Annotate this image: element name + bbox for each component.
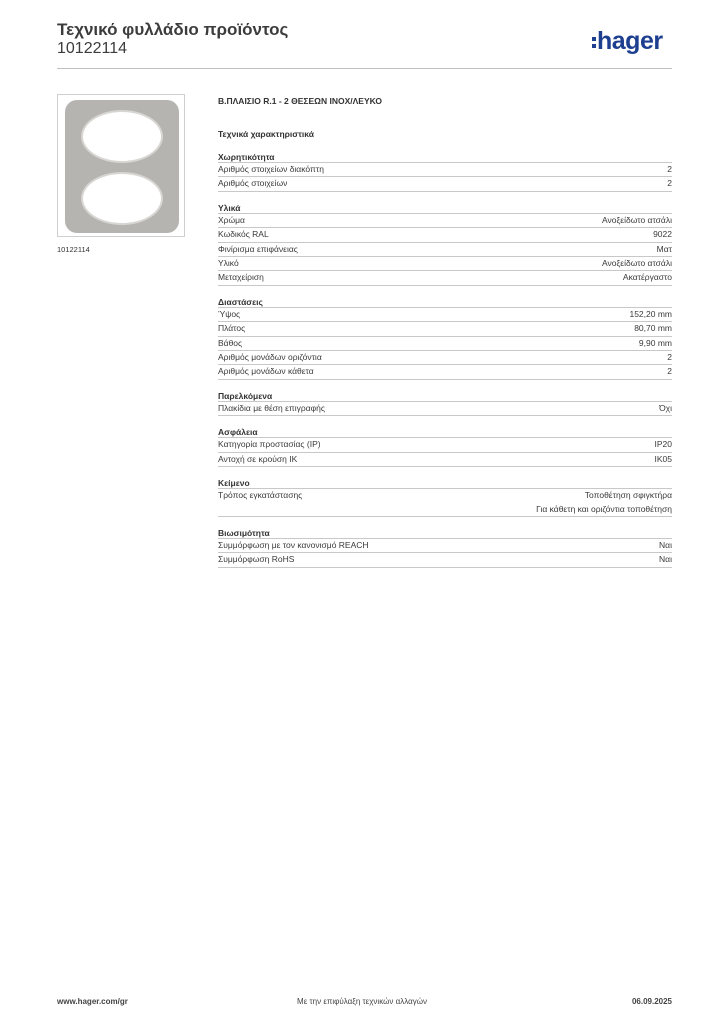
logo-dots-icon [592, 37, 596, 48]
spec-row: Ύψος 152,20 mm [218, 308, 672, 323]
spec-row: Συμμόρφωση RoHS Ναι [218, 553, 672, 568]
frame-plate [65, 100, 179, 233]
spec-value: 2 [667, 178, 672, 189]
spec-label: Ύψος [218, 308, 241, 319]
footer-notice: Με την επιφύλαξη τεχνικών αλλαγών [297, 997, 427, 1006]
spec-row: Αριθμός στοιχείων 2 [218, 177, 672, 192]
spec-label: Αριθμός μονάδων οριζόντια [218, 352, 322, 363]
spec-row: Αριθμός μονάδων κάθετα 2 [218, 365, 672, 380]
spec-label: Πλάτος [218, 323, 246, 334]
spec-label: Κατηγορία προστασίας (IP) [218, 439, 321, 450]
footer-date: 06.09.2025 [631, 997, 672, 1006]
spec-value: 9022 [653, 229, 672, 240]
section-title: Παρελκόμενα [218, 390, 672, 402]
spec-value: IP20 [654, 439, 673, 450]
spec-value: Ναι [659, 554, 672, 565]
spec-row: Αριθμός μονάδων οριζόντια 2 [218, 351, 672, 366]
spec-label: Φινίρισμα επιφάνειας [218, 243, 298, 254]
frame-opening-bottom [81, 172, 163, 225]
spec-row: Βάθος 9,90 mm [218, 337, 672, 352]
spec-value: Τοποθέτηση σφιγκτήρα Για κάθετη και οριζ… [536, 490, 672, 514]
spec-row: Υλικό Ανοξείδωτο ατσάλι [218, 257, 672, 272]
spec-row: Πλακίδια με θέση επιγραφής Όχι [218, 402, 672, 417]
spec-row: Φινίρισμα επιφάνειας Ματ [218, 243, 672, 258]
spec-label: Αριθμός μονάδων κάθετα [218, 366, 314, 377]
spec-label: Συμμόρφωση RoHS [218, 554, 295, 565]
footer-website[interactable]: www.hager.com/gr [57, 997, 128, 1006]
spec-label: Αριθμός στοιχείων διακόπτη [218, 164, 324, 174]
header-divider [57, 68, 672, 69]
spec-row: Μεταχείριση Ακατέργαστο [218, 271, 672, 286]
spec-row: Χρώμα Ανοξείδωτο ατσάλι [218, 214, 672, 229]
spec-row: Πλάτος 80,70 mm [218, 322, 672, 337]
spec-value: 2 [667, 164, 672, 174]
section-title: Βιωσιμότητα [218, 527, 672, 539]
spec-value: 152,20 mm [629, 308, 672, 319]
spec-value: Ακατέργαστο [622, 272, 672, 283]
section-title: Υλικά [218, 202, 672, 214]
spec-label: Συμμόρφωση με τον κανονισμό REACH [218, 539, 369, 550]
spec-label: Μεταχείριση [218, 272, 264, 283]
spec-label: Κωδικός RAL [218, 229, 269, 240]
spec-label: Αντοχή σε κρούση IK [218, 453, 298, 464]
spec-value: 2 [667, 352, 672, 363]
section-title: Χωρητικότητα [218, 151, 672, 163]
spec-row: Αριθμός στοιχείων διακόπτη 2 [218, 163, 672, 178]
document-code: 10122114 [57, 40, 127, 57]
spec-label: Υλικό [218, 258, 239, 269]
spec-value: Όχι [659, 402, 672, 413]
spec-row: Κωδικός RAL 9022 [218, 228, 672, 243]
spec-content: Β.ΠΛΑΙΣΙΟ R.1 - 2 ΘΕΣΕΩΝ ΙΝΟΧ/ΛΕΥΚΟ Τεχν… [218, 94, 672, 568]
spec-label: Χρώμα [218, 214, 245, 225]
product-title: Β.ΠΛΑΙΣΙΟ R.1 - 2 ΘΕΣΕΩΝ ΙΝΟΧ/ΛΕΥΚΟ [218, 96, 382, 106]
spec-row: Συμμόρφωση με τον κανονισμό REACH Ναι [218, 539, 672, 554]
product-image [57, 94, 185, 237]
specs-heading: Τεχνικά χαρακτηριστικά [218, 129, 314, 139]
spec-value: 2 [667, 366, 672, 377]
document-title: Τεχνικό φυλλάδιο προϊόντος [57, 20, 289, 39]
spec-value: 80,70 mm [634, 323, 672, 334]
spec-value: 9,90 mm [638, 337, 672, 348]
frame-opening-top [81, 110, 163, 163]
logo-text: hager [597, 27, 663, 55]
spec-value: Ναι [659, 539, 672, 550]
product-image-caption: 10122114 [57, 245, 90, 254]
section-title: Διαστάσεις [218, 296, 672, 308]
spec-value: Ανοξείδωτο ατσάλι [601, 258, 672, 269]
spec-label: Πλακίδια με θέση επιγραφής [218, 402, 325, 413]
spec-label: Βάθος [218, 337, 243, 348]
section-title: Κείμενο [218, 477, 672, 490]
spec-row: Κατηγορία προστασίας (IP) IP20 [218, 438, 673, 453]
spec-row: Τρόπος εγκατάστασης Τοποθέτηση σφιγκτήρα … [218, 489, 672, 517]
spec-value: Ματ [656, 243, 672, 254]
spec-value: IK05 [654, 453, 673, 464]
spec-value: Ανοξείδωτο ατσάλι [601, 214, 672, 225]
spec-label: Τρόπος εγκατάστασης [218, 490, 303, 501]
spec-row: Αντοχή σε κρούση IK IK05 [218, 453, 673, 468]
spec-label: Αριθμός στοιχείων [218, 178, 288, 189]
section-title: Ασφάλεια [218, 426, 672, 439]
hager-logo: hager [592, 26, 663, 56]
